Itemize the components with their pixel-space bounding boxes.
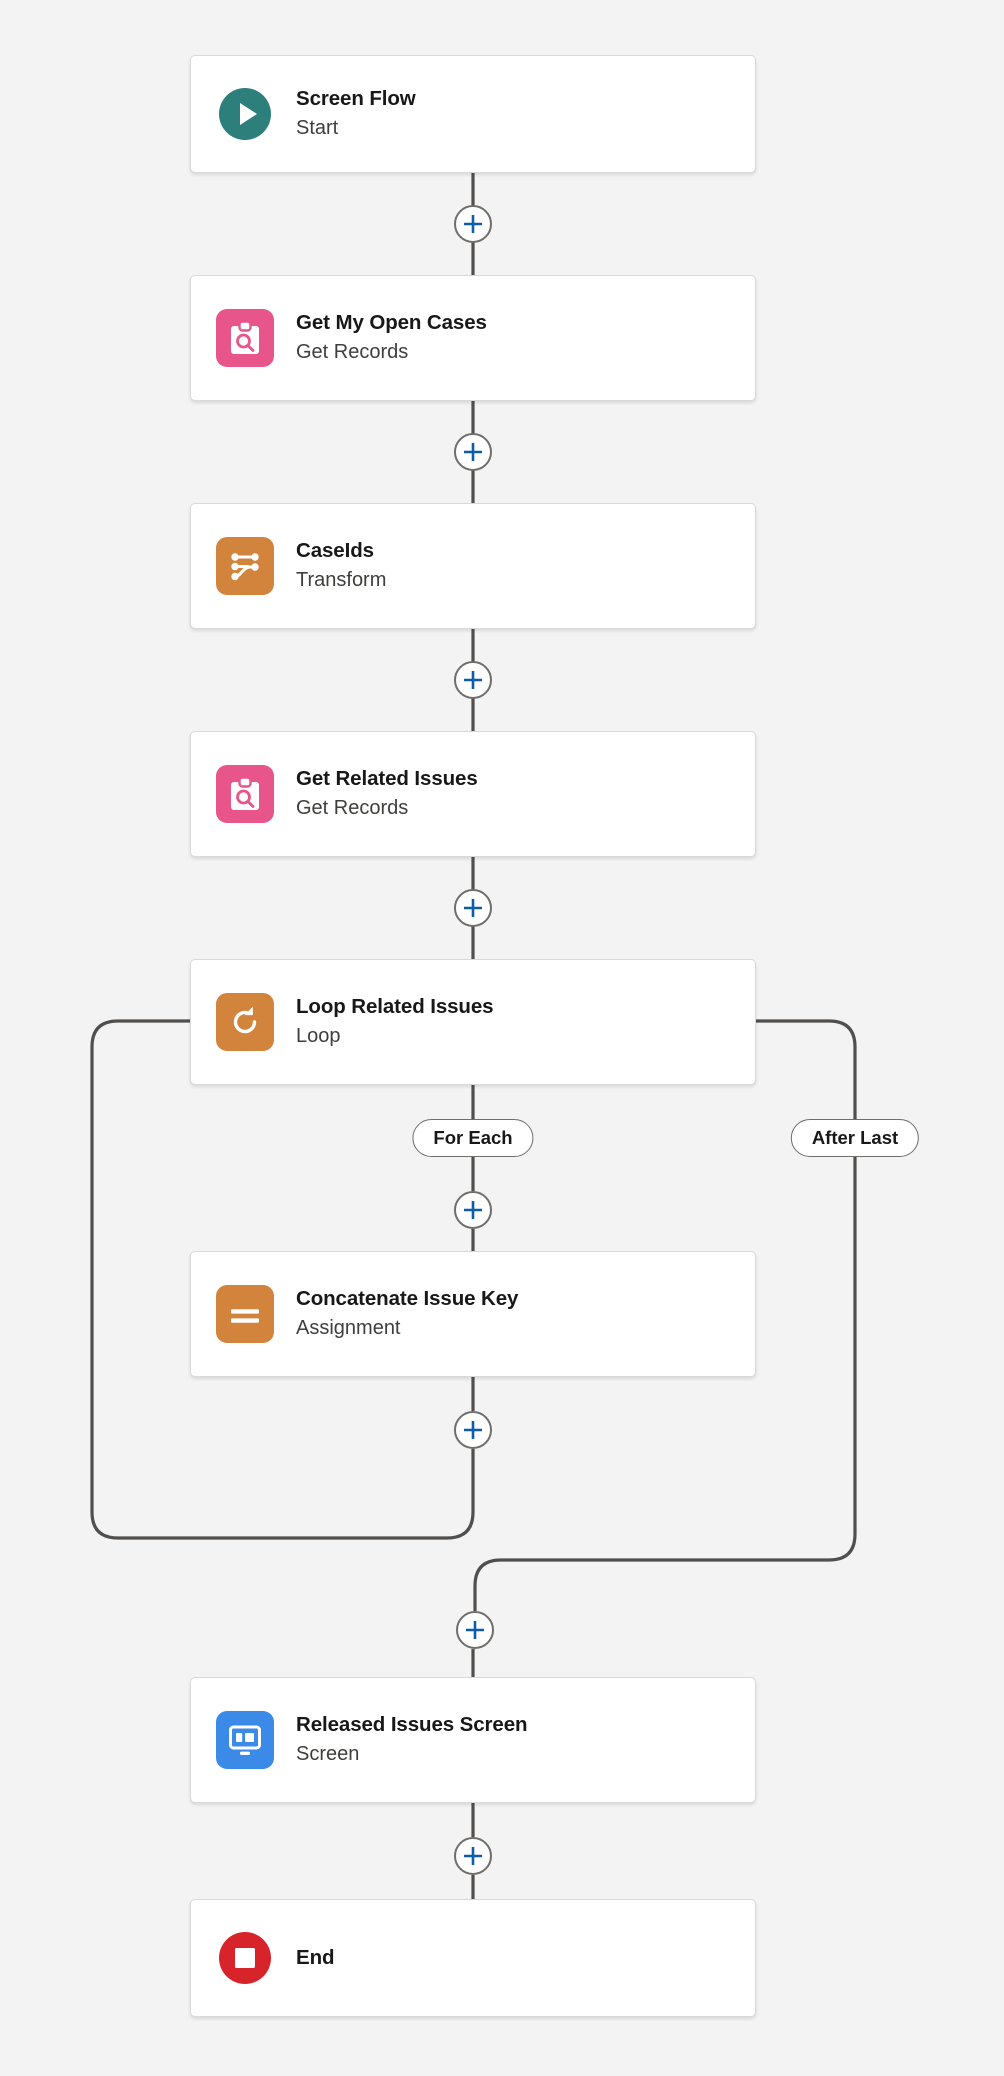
flow-node-get-my-open-cases[interactable]: Get My Open Cases Get Records bbox=[190, 275, 756, 401]
node-title: Get My Open Cases bbox=[296, 311, 487, 335]
stop-circle-icon bbox=[216, 1929, 274, 1987]
add-element-button-after-caseids[interactable] bbox=[454, 661, 492, 699]
node-title: Released Issues Screen bbox=[296, 1713, 528, 1737]
clipboard-search-icon bbox=[216, 765, 274, 823]
plus-icon bbox=[464, 1421, 482, 1439]
node-title: End bbox=[296, 1945, 335, 1969]
node-text-block: Screen Flow Start bbox=[296, 86, 416, 142]
node-title: Get Related Issues bbox=[296, 767, 478, 791]
transform-icon bbox=[216, 537, 274, 595]
flow-node-get-related-issues[interactable]: Get Related Issues Get Records bbox=[190, 731, 756, 857]
node-subtitle: Loop bbox=[296, 1024, 341, 1047]
add-element-button-after-start[interactable] bbox=[454, 205, 492, 243]
node-text-block: Released Issues Screen Screen bbox=[296, 1712, 528, 1768]
node-text-block: Get Related Issues Get Records bbox=[296, 766, 478, 822]
add-element-button-after-get-my-open-cases[interactable] bbox=[454, 433, 492, 471]
node-text-block: End bbox=[296, 1945, 335, 1970]
node-text-block: Concatenate Issue Key Assignment bbox=[296, 1286, 518, 1342]
plus-icon bbox=[464, 1201, 482, 1219]
flow-node-loop-related-issues[interactable]: Loop Related Issues Loop bbox=[190, 959, 756, 1085]
flow-node-concatenate-issue-key[interactable]: Concatenate Issue Key Assignment bbox=[190, 1251, 756, 1377]
flow-node-start[interactable]: Screen Flow Start bbox=[190, 55, 756, 173]
flow-node-end[interactable]: End bbox=[190, 1899, 756, 2017]
plus-icon bbox=[464, 443, 482, 461]
add-element-button-inside-loop-top[interactable] bbox=[454, 1191, 492, 1229]
node-text-block: CaseIds Transform bbox=[296, 538, 386, 594]
node-text-block: Get My Open Cases Get Records bbox=[296, 310, 487, 366]
node-subtitle: Start bbox=[296, 116, 339, 139]
loop-refresh-icon bbox=[216, 993, 274, 1051]
wire-afterlast-right bbox=[473, 1019, 857, 1611]
node-title: CaseIds bbox=[296, 539, 374, 563]
equals-icon bbox=[216, 1285, 274, 1343]
node-subtitle: Get Records bbox=[296, 796, 409, 819]
plus-icon bbox=[464, 1847, 482, 1865]
node-title: Screen Flow bbox=[296, 87, 416, 111]
add-element-button-after-get-related-issues[interactable] bbox=[454, 889, 492, 927]
monitor-icon bbox=[216, 1711, 274, 1769]
wire-loopback-left bbox=[90, 1019, 475, 1540]
branch-label-for-each[interactable]: For Each bbox=[412, 1119, 534, 1157]
flow-node-caseids[interactable]: CaseIds Transform bbox=[190, 503, 756, 629]
plus-icon bbox=[464, 671, 482, 689]
add-element-button-after-loop[interactable] bbox=[456, 1611, 494, 1649]
node-subtitle: Screen bbox=[296, 1742, 360, 1765]
node-subtitle: Transform bbox=[296, 568, 387, 591]
flow-node-released-issues-screen[interactable]: Released Issues Screen Screen bbox=[190, 1677, 756, 1803]
branch-label-after-last[interactable]: After Last bbox=[790, 1119, 920, 1157]
play-circle-icon bbox=[216, 85, 274, 143]
node-subtitle: Get Records bbox=[296, 340, 409, 363]
node-text-block: Loop Related Issues Loop bbox=[296, 994, 494, 1050]
node-subtitle: Assignment bbox=[296, 1316, 401, 1339]
node-title: Loop Related Issues bbox=[296, 995, 494, 1019]
add-element-button-inside-loop-bottom[interactable] bbox=[454, 1411, 492, 1449]
node-title: Concatenate Issue Key bbox=[296, 1287, 519, 1311]
plus-icon bbox=[466, 1621, 484, 1639]
add-element-button-after-screen[interactable] bbox=[454, 1837, 492, 1875]
clipboard-search-icon bbox=[216, 309, 274, 367]
plus-icon bbox=[464, 215, 482, 233]
plus-icon bbox=[464, 899, 482, 917]
